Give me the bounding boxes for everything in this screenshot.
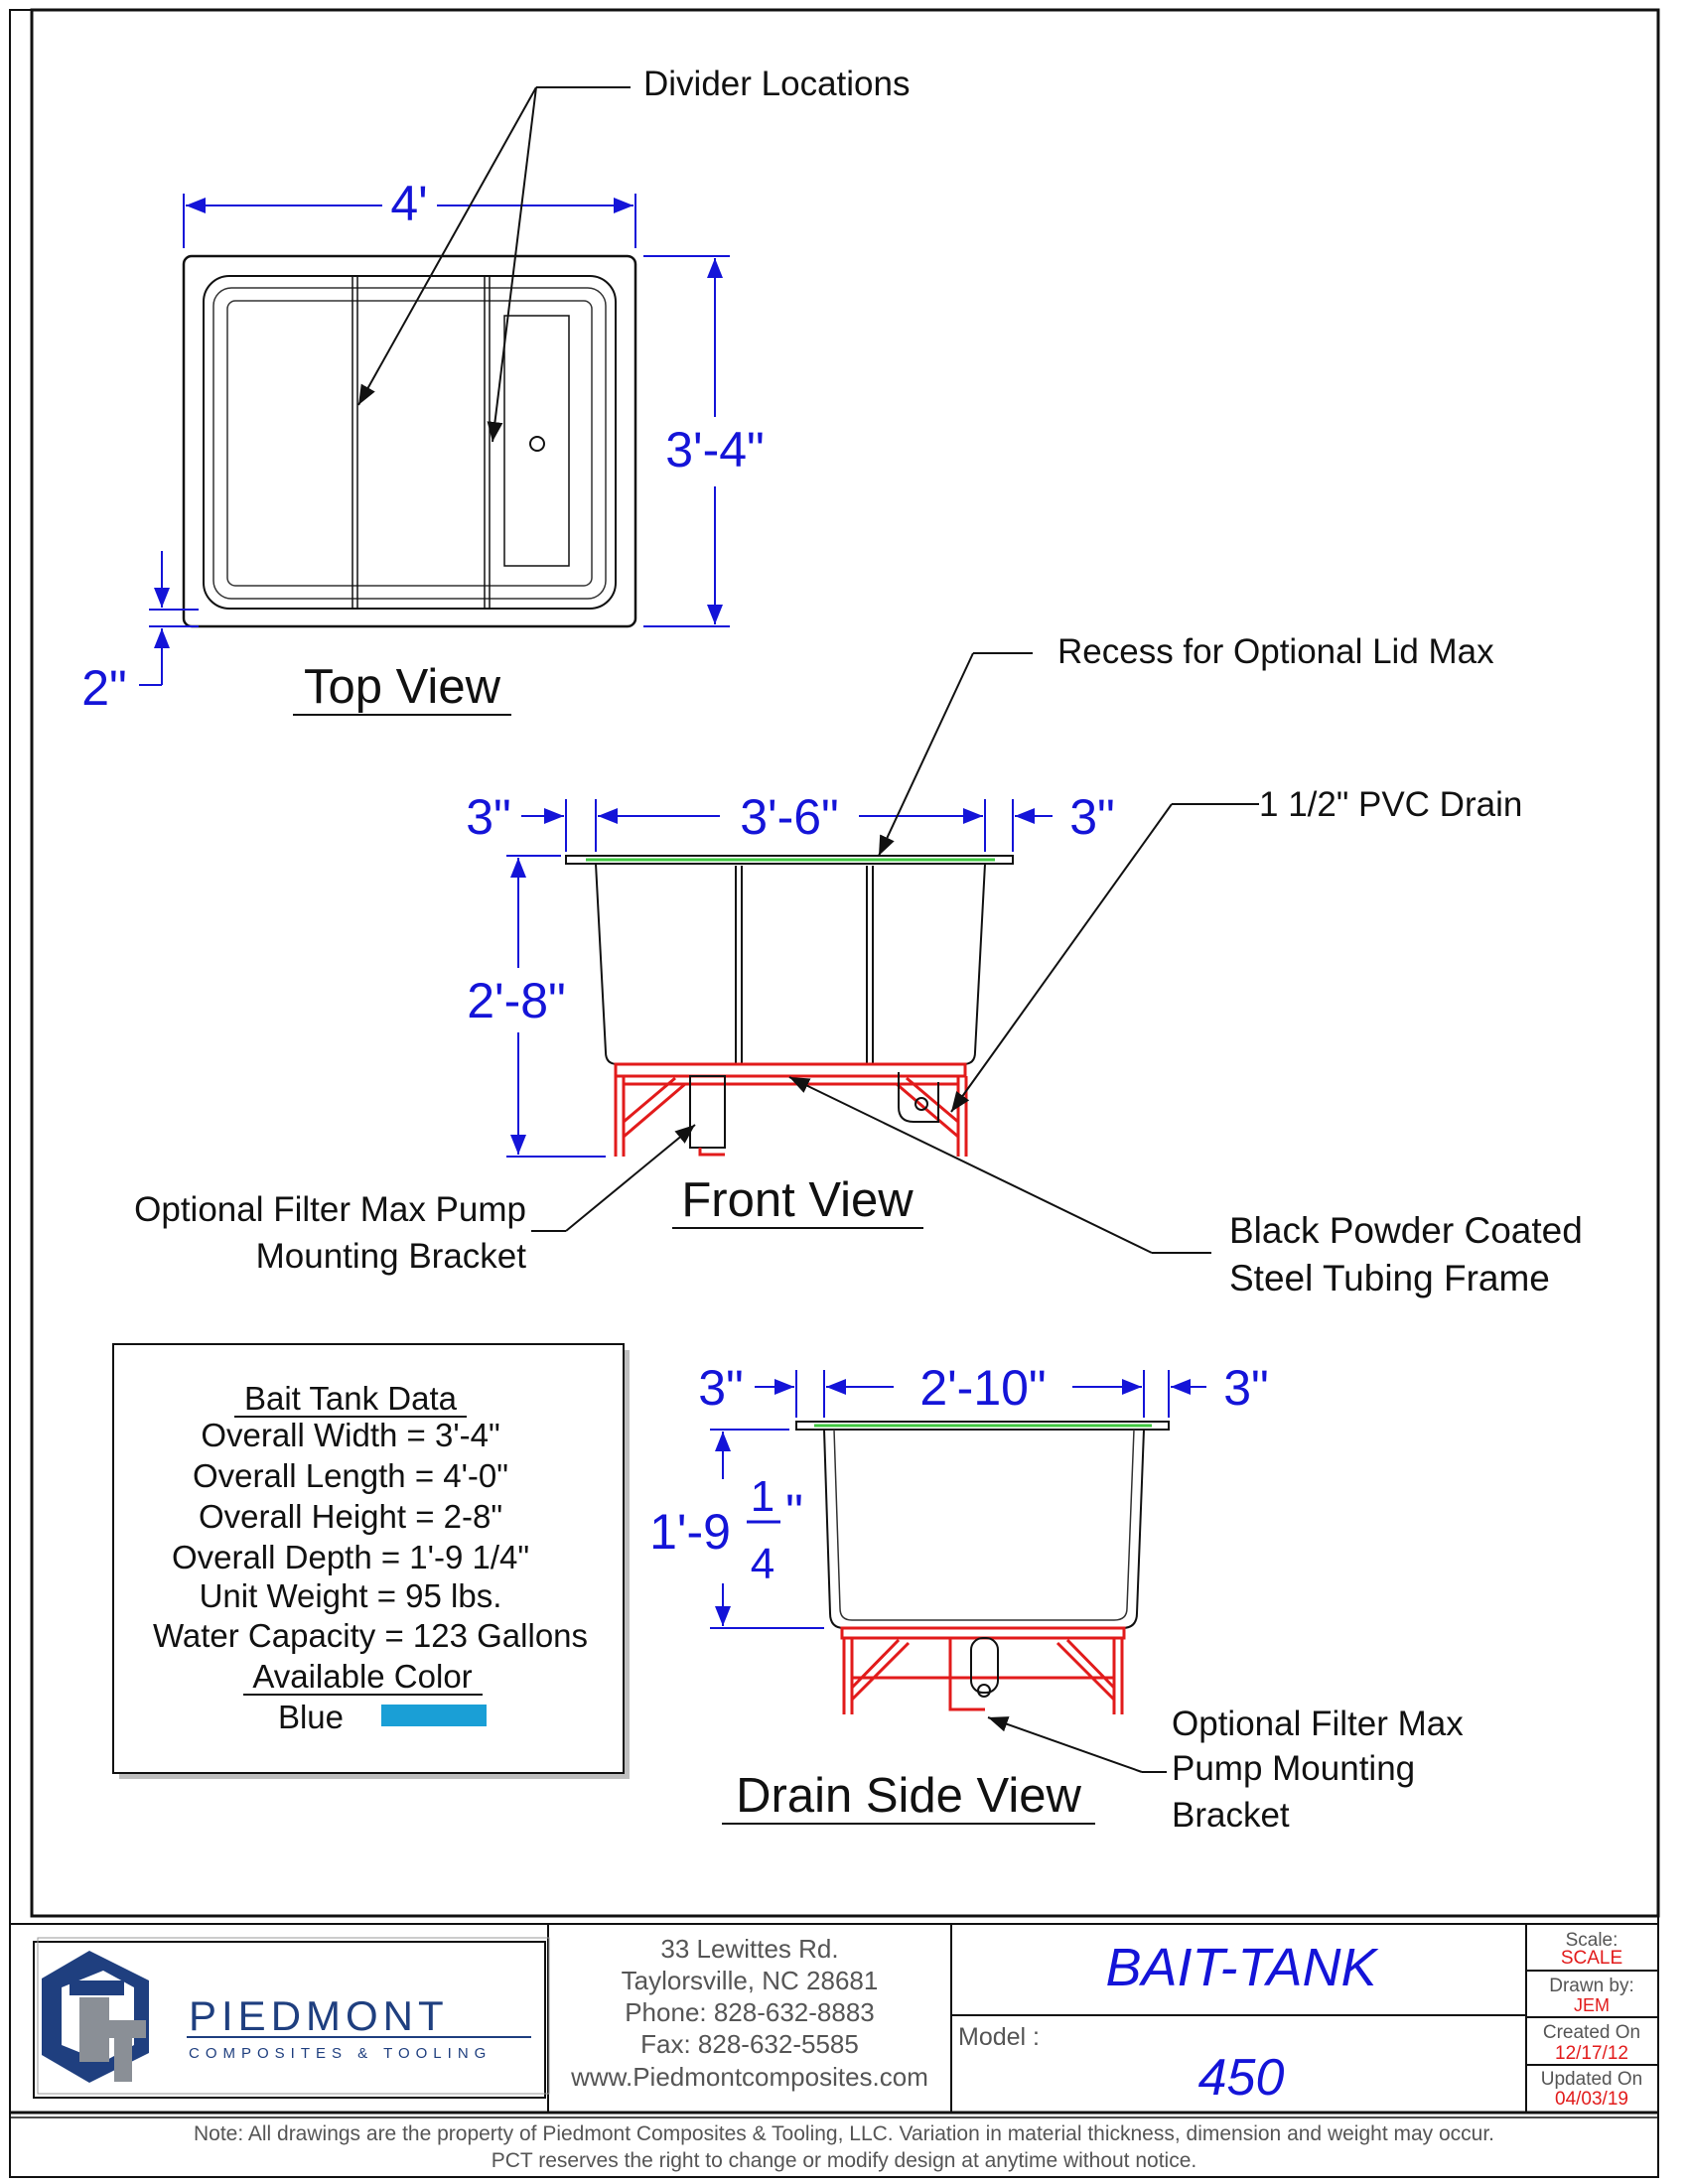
drain-side-view: 3" 2'-10" 3" 1'-9 1 4 " Optional Filter … <box>649 1360 1464 1835</box>
front-view: 3" 3'-6" 3" 2'-8" Recess for Optional Li… <box>134 632 1583 1298</box>
top-view-basin <box>212 287 607 600</box>
dim-side-depth-unit: " <box>785 1484 803 1540</box>
front-pvc-drain <box>898 1072 939 1123</box>
label-filter-bracket-side-3: Bracket <box>1172 1796 1290 1835</box>
dim-front-left-overhang: 3" <box>466 789 511 845</box>
data-row: Overall Width = 3'-4" <box>201 1417 499 1453</box>
label-steel-frame-2: Steel Tubing Frame <box>1229 1258 1550 1298</box>
website: www.Piedmontcomposites.com <box>570 2062 928 2092</box>
drawn-value: JEM <box>1574 1995 1610 2015</box>
updated-label: Updated On <box>1541 2069 1642 2090</box>
address-line-1: 33 Lewittes Rd. <box>660 1934 838 1964</box>
dim-top-lip: 2" <box>81 660 127 716</box>
top-view-outer-rim <box>182 254 637 628</box>
title-front-view: Front View <box>681 1173 914 1227</box>
data-color-heading: Available Color <box>252 1658 472 1695</box>
company-sub: COMPOSITES & TOOLING <box>189 2045 492 2062</box>
model-number: 450 <box>1198 2049 1285 2107</box>
divider-right <box>484 275 491 610</box>
dim-side-width: 2'-10" <box>919 1360 1046 1416</box>
label-filter-bracket-side-1: Optional Filter Max <box>1172 1705 1464 1743</box>
note-line-1: Note: All drawings are the property of P… <box>194 2122 1494 2145</box>
data-color-name: Blue <box>278 1699 344 1735</box>
title-block: PIEDMONT COMPOSITES & TOOLING 33 Lewitte… <box>10 1923 1658 2118</box>
data-row: Water Capacity = 123 Gallons <box>153 1617 588 1654</box>
label-filter-bracket-front-1: Optional Filter Max Pump <box>134 1190 526 1229</box>
logo-box <box>33 1941 546 2099</box>
label-recess-lid: Recess for Optional Lid Max <box>1057 632 1494 671</box>
label-pvc-drain: 1 1/2" PVC Drain <box>1259 785 1522 824</box>
dim-front-width: 3'-6" <box>740 789 839 845</box>
note-line-2: PCT reserves the right to change or modi… <box>492 2149 1196 2172</box>
dim-side-left-overhang: 3" <box>698 1360 744 1416</box>
dim-front-height: 2'-8" <box>467 973 566 1028</box>
address-line-2: Taylorsville, NC 28681 <box>622 1966 879 1995</box>
side-steel-frame <box>840 1626 1126 1714</box>
scale-value: SCALE <box>1561 1948 1622 1969</box>
phone-number: Phone: 828-632-8883 <box>625 1997 875 2027</box>
drain-compartment <box>503 315 570 567</box>
dim-side-depth-whole: 1'-9 <box>649 1504 731 1560</box>
drain-hole <box>529 436 545 452</box>
scale-label: Scale: <box>1566 1930 1618 1951</box>
dim-front-right-overhang: 3" <box>1069 789 1115 845</box>
drawing-title: BAIT-TANK <box>1105 1938 1378 1997</box>
label-steel-frame-1: Black Powder Coated <box>1229 1210 1583 1251</box>
title-drain-side-view: Drain Side View <box>736 1769 1081 1823</box>
dim-side-depth-den: 4 <box>751 1540 774 1588</box>
side-pvc-drain <box>970 1637 999 1694</box>
sheet-border <box>9 9 1659 2178</box>
dim-side-depth-num: 1 <box>751 1472 774 1521</box>
piedmont-logo <box>42 1951 149 2083</box>
company-name: PIEDMONT <box>189 1992 449 2039</box>
top-view-basin-floor <box>226 300 593 587</box>
model-label: Model : <box>958 2023 1040 2051</box>
updated-value: 04/03/19 <box>1555 2089 1628 2110</box>
dim-top-width: 4' <box>390 176 427 231</box>
top-view: 4' 3'-4" 2" Divider Locations Top View <box>81 65 910 716</box>
divider-left <box>352 275 358 610</box>
label-divider-locations: Divider Locations <box>643 65 910 103</box>
title-top-view: Top View <box>304 660 501 714</box>
bait-tank-data-box: Bait Tank Data Overall Width = 3'-4" Ove… <box>112 1343 630 1779</box>
fax-number: Fax: 828-632-5585 <box>640 2029 859 2059</box>
data-title: Bait Tank Data <box>244 1380 458 1417</box>
dim-top-height: 3'-4" <box>665 422 765 478</box>
created-label: Created On <box>1543 2022 1640 2043</box>
label-filter-bracket-front-2: Mounting Bracket <box>256 1237 527 1276</box>
front-tank-body <box>595 863 986 1065</box>
side-pump-bracket <box>948 1638 985 1711</box>
data-row: Overall Length = 4'-0" <box>193 1457 508 1494</box>
drawn-label: Drawn by: <box>1549 1976 1634 1996</box>
data-row: Overall Depth = 1'-9 1/4" <box>172 1539 529 1575</box>
dim-side-right-overhang: 3" <box>1223 1360 1269 1416</box>
side-tank-body <box>823 1429 1145 1629</box>
created-value: 12/17/12 <box>1555 2043 1628 2064</box>
color-swatch <box>381 1705 487 1726</box>
data-row: Unit Weight = 95 lbs. <box>200 1577 502 1614</box>
drawing-frame <box>30 8 1660 1918</box>
label-filter-bracket-side-2: Pump Mounting <box>1172 1749 1415 1788</box>
data-row: Overall Height = 2-8" <box>199 1498 502 1535</box>
front-pump-bracket <box>689 1075 726 1149</box>
top-view-rim-inner <box>203 275 617 610</box>
